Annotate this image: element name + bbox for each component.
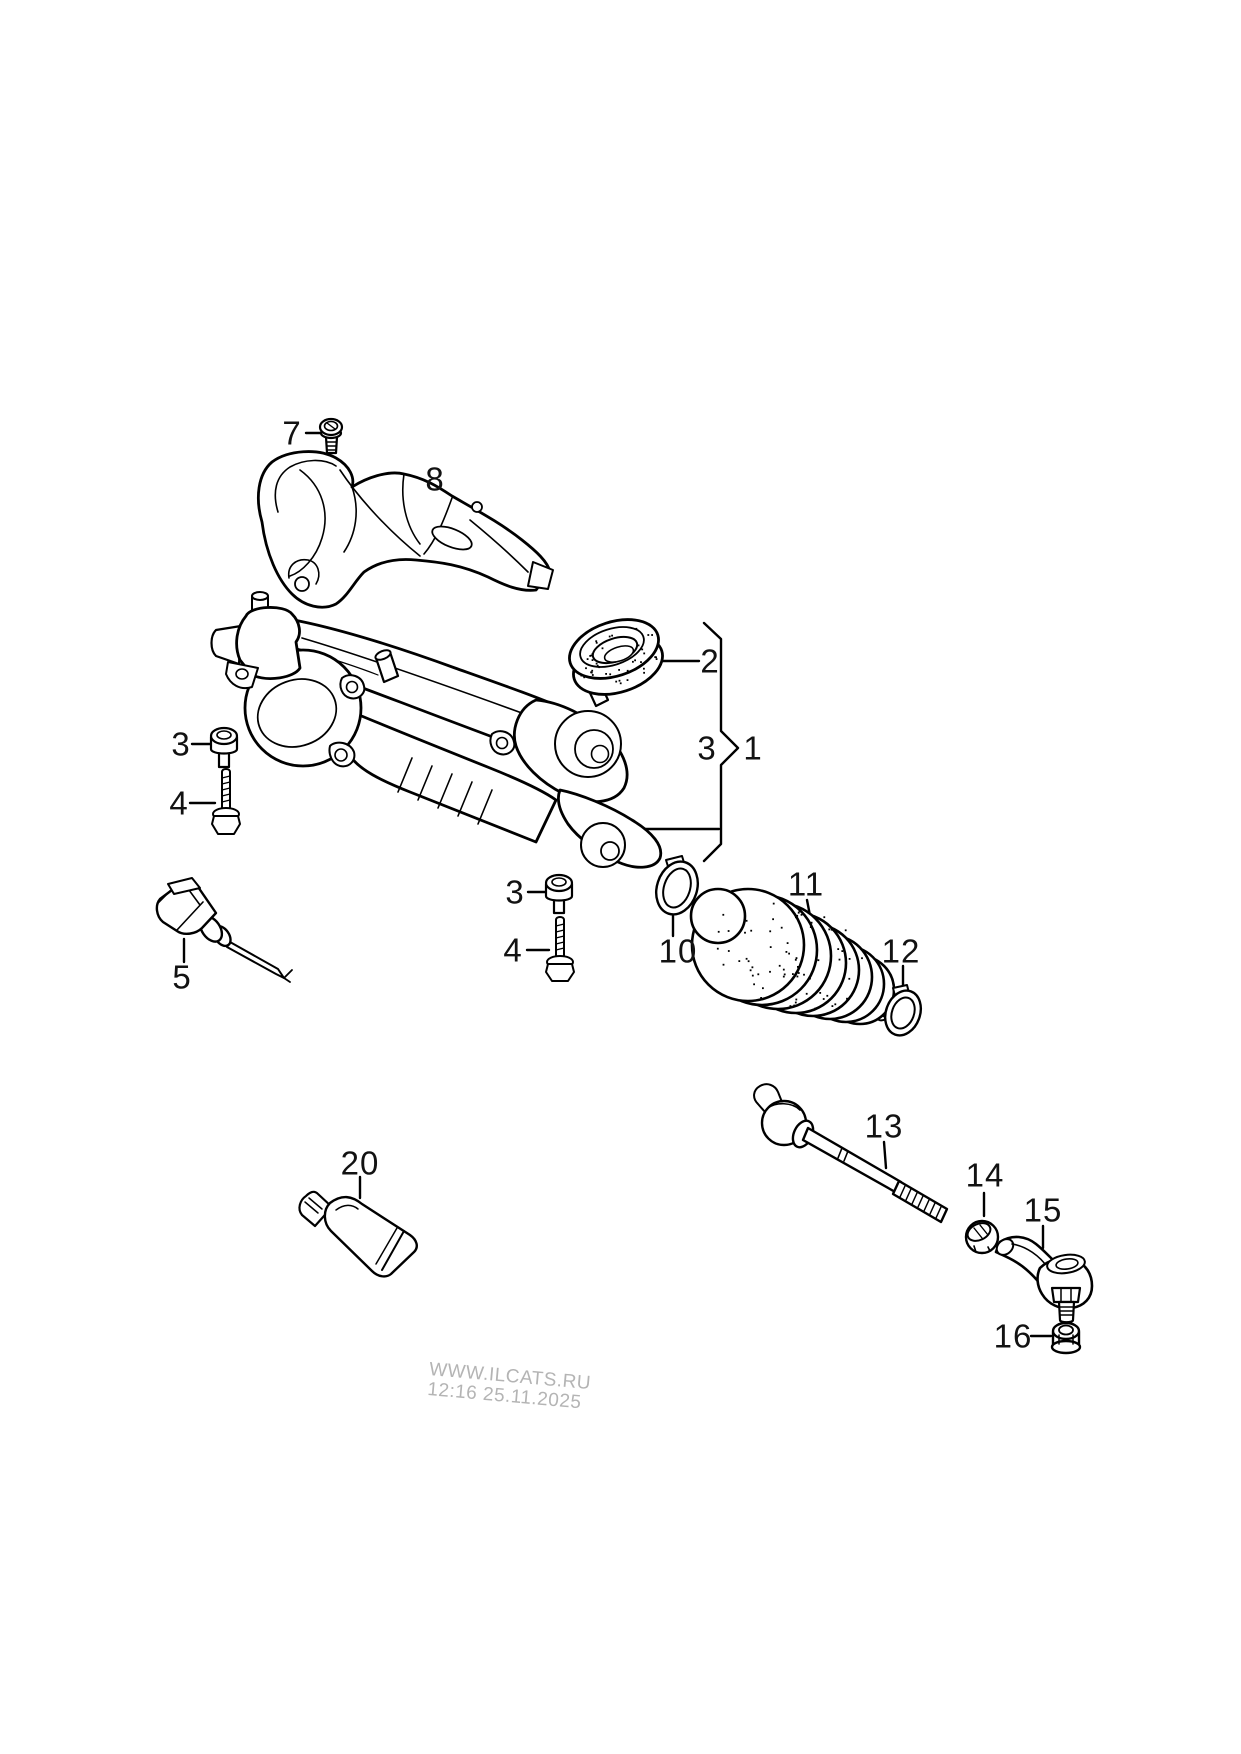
- callout-5[interactable]: 5: [172, 958, 192, 996]
- callout-2[interactable]: 2: [700, 642, 720, 680]
- callout-4-left[interactable]: 4: [169, 784, 189, 822]
- grease-tube-drawing: [298, 1190, 418, 1278]
- callout-3-left[interactable]: 3: [171, 725, 191, 763]
- callout-10[interactable]: 10: [658, 932, 698, 970]
- callout-11[interactable]: 11: [787, 865, 825, 903]
- nut-drawing: [1050, 1321, 1082, 1355]
- callout-7[interactable]: 7: [282, 414, 302, 452]
- tie-rod-end-drawing: [994, 1235, 1094, 1324]
- callout-4-mid[interactable]: 4: [503, 931, 523, 969]
- callout-15[interactable]: 15: [1023, 1191, 1063, 1229]
- callout-8[interactable]: 8: [425, 460, 445, 498]
- callout-16[interactable]: 16: [993, 1317, 1033, 1355]
- clamp-large-drawing: [655, 855, 699, 916]
- sensor-drawing: [155, 877, 293, 983]
- callout-20[interactable]: 20: [340, 1144, 380, 1182]
- boot-drawing: [689, 887, 896, 1026]
- callout-14[interactable]: 14: [965, 1156, 1005, 1194]
- steering-gear-drawing: [210, 591, 663, 869]
- callout-3-bracket[interactable]: 3: [697, 729, 717, 767]
- shield-bolt-drawing: [318, 417, 344, 455]
- clamp-small-drawing: [883, 984, 923, 1037]
- screw-drawing: [211, 768, 575, 982]
- callout-3-mid[interactable]: 3: [505, 873, 525, 911]
- tie-rod-drawing: [753, 1083, 949, 1224]
- lock-nut-drawing: [964, 1219, 1000, 1255]
- callout-12[interactable]: 12: [881, 932, 921, 970]
- leader-lines: [182, 431, 1053, 1338]
- callout-13[interactable]: 13: [864, 1107, 904, 1145]
- grommet-drawing: [568, 618, 664, 696]
- heat-shield-drawing: [256, 450, 554, 609]
- bolt-drawing: [209, 726, 574, 915]
- callout-1[interactable]: 1: [743, 729, 763, 767]
